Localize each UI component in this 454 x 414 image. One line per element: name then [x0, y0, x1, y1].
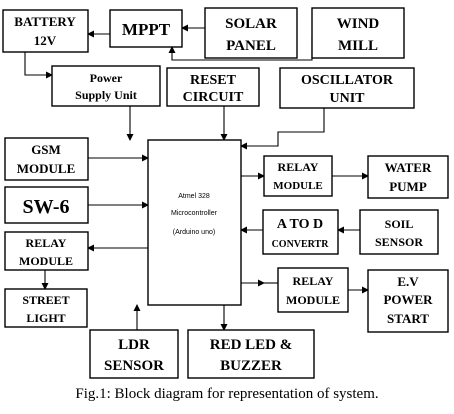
- pump-label-2: PUMP: [389, 179, 427, 194]
- wind-mill-block: WIND MILL: [311, 7, 405, 59]
- mcu-label-2: Microcontroller: [171, 210, 218, 217]
- solar-label-2: PANEL: [226, 38, 276, 54]
- ev-power-block: E.V POWER START: [367, 269, 449, 333]
- figure-caption: Fig.1: Block diagram for representation …: [75, 386, 379, 402]
- soil-label-2: SENSOR: [375, 235, 423, 249]
- ldr-sensor-block: LDR SENSOR: [89, 329, 179, 379]
- battery-label-1: BATTERY: [14, 14, 76, 29]
- led-buzzer-block: RED LED & BUZZER: [187, 329, 315, 379]
- atod-label-1: A TO D: [277, 217, 323, 232]
- psu-label-1: Power: [90, 71, 123, 85]
- led-label-1: RED LED &: [210, 337, 293, 353]
- mppt-label: MPPT: [122, 20, 171, 39]
- atod-label-2: CONVERTR: [272, 239, 330, 250]
- relay-module-ev-block: RELAY MODULE: [277, 267, 349, 313]
- gsm-module-block: GSM MODULE: [4, 137, 89, 181]
- solar-label-1: SOLAR: [225, 16, 277, 32]
- battery-label-2: 12V: [34, 33, 57, 48]
- osc-label-1: OSCILLATOR: [301, 73, 394, 88]
- gsm-label-2: MODULE: [17, 161, 76, 176]
- relay-pump-label-2: MODULE: [273, 180, 323, 192]
- wind-label-1: WIND: [337, 16, 380, 32]
- mcu-label-3: (Arduino uno): [173, 229, 215, 236]
- ldr-label-2: SENSOR: [104, 358, 164, 374]
- reset-circuit-block: RESET CIRCUIT: [166, 67, 260, 107]
- gsm-label-1: GSM: [31, 142, 61, 157]
- relay-left-label-2: MODULE: [19, 254, 73, 268]
- solar-panel-block: SOLAR PANEL: [204, 7, 298, 59]
- block-diagram: BATTERY 12V MPPT SOLAR PANEL WIND MILL P…: [2, 7, 449, 379]
- soil-label-1: SOIL: [385, 217, 414, 231]
- street-light-label-1: STREET: [22, 293, 69, 307]
- relay-module-pump-block: RELAY MODULE: [263, 155, 333, 197]
- pump-label-1: WATER: [385, 160, 432, 175]
- microcontroller-block: Atmel 328 Microcontroller (Arduino uno): [147, 139, 242, 306]
- atod-block: A TO D CONVERTR: [262, 209, 339, 255]
- power-supply-block: Power Supply Unit: [51, 65, 161, 107]
- relay-module-left-block: RELAY MODULE: [4, 231, 89, 271]
- sw6-label: SW-6: [22, 196, 69, 218]
- water-pump-block: WATER PUMP: [367, 155, 449, 199]
- battery-block: BATTERY 12V: [2, 9, 89, 53]
- wind-label-2: MILL: [338, 38, 378, 54]
- arrow-osc-to-mcu: [240, 108, 325, 150]
- street-light-block: STREET LIGHT: [4, 288, 88, 328]
- psu-label-2: Supply Unit: [75, 88, 137, 102]
- soil-sensor-block: SOIL SENSOR: [359, 209, 439, 255]
- relay-ev-label-1: RELAY: [293, 274, 334, 288]
- osc-label-2: UNIT: [329, 91, 365, 106]
- reset-label-1: RESET: [190, 73, 237, 88]
- street-light-label-2: LIGHT: [26, 311, 65, 325]
- relay-pump-label-1: RELAY: [278, 160, 319, 174]
- oscillator-block: OSCILLATOR UNIT: [279, 67, 415, 109]
- ev-label-3: START: [387, 311, 429, 326]
- led-label-2: BUZZER: [220, 358, 282, 374]
- relay-ev-label-2: MODULE: [286, 293, 340, 307]
- mppt-block: MPPT: [109, 9, 183, 48]
- arrow-battery-to-psu: [24, 52, 53, 79]
- relay-left-label-1: RELAY: [26, 236, 67, 250]
- ldr-label-1: LDR: [118, 337, 150, 353]
- ev-label-2: POWER: [383, 292, 433, 307]
- ev-label-1: E.V: [397, 274, 419, 289]
- sw6-block: SW-6: [4, 186, 89, 224]
- mcu-label-1: Atmel 328: [178, 193, 210, 200]
- reset-label-2: CIRCUIT: [183, 90, 244, 105]
